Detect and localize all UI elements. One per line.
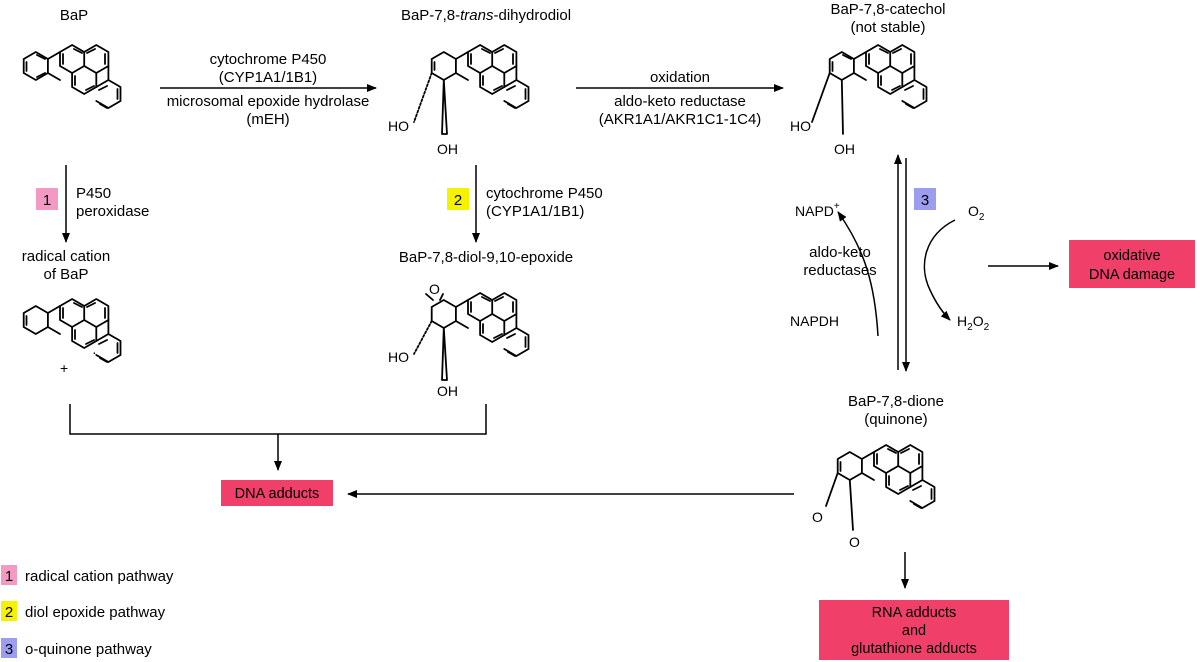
dna-adducts-label: DNA adducts — [235, 486, 320, 502]
akr-isoforms: (AKR1A1/AKR1C1-1C4) — [599, 111, 762, 128]
catechol-ho: HO — [790, 118, 811, 134]
badge-diol-epoxide-num: 2 — [454, 192, 462, 209]
badge-o-quinone-num: 3 — [921, 192, 929, 209]
legend-label-1: radical cation pathway — [25, 568, 174, 585]
dihydrodiol-ho: HO — [388, 118, 409, 134]
badge-o-quinone — [914, 188, 936, 210]
arrow-o2-to-h2o2 — [923, 219, 956, 321]
peroxidase-label: peroxidase — [76, 203, 149, 220]
dione-structure — [825, 444, 936, 531]
rna-adducts-label-2: and — [902, 623, 926, 639]
dna-adducts-box — [221, 480, 333, 506]
legend-swatch-1 — [1, 565, 17, 585]
catechol-label: BaP-7,8-catechol — [830, 1, 945, 18]
diol-epoxide-label: BaP-7,8-diol-9,10-epoxide — [399, 249, 573, 266]
legend-label-2: diol epoxide pathway — [25, 604, 166, 621]
dione-o-left: O — [812, 509, 823, 525]
oxidative-damage-label-2: DNA damage — [1089, 267, 1175, 283]
legend-num-2: 2 — [5, 604, 13, 621]
epoxidation-cyp-isoforms: (CYP1A1/1B1) — [486, 203, 584, 220]
h2o2-label: H2O2 — [957, 313, 990, 333]
catechol-oh: OH — [834, 141, 855, 157]
dihydrodiol-stereo-bonds — [413, 72, 448, 135]
badge-radical-cation — [36, 188, 58, 210]
enzyme-cyp-isoforms: (CYP1A1/1B1) — [219, 69, 317, 86]
akr-label: aldo-keto reductase — [614, 93, 746, 110]
badge-diol-epoxide — [447, 188, 469, 210]
diol-epoxide-structure — [413, 292, 530, 381]
catechol-note: (not stable) — [850, 19, 925, 36]
bap-structure — [22, 44, 122, 109]
arrow-napdh-to-napd — [837, 211, 879, 337]
epoxide-oh: OH — [437, 383, 458, 399]
legend-num-1: 1 — [5, 568, 13, 585]
radical-plus: + — [60, 360, 68, 376]
badge-radical-cation-num: 1 — [43, 192, 51, 209]
legend-label-3: o-quinone pathway — [25, 641, 152, 658]
legend: 1 radical cation pathway 2 diol epoxide … — [1, 565, 174, 658]
radical-cation-label-2: of BaP — [43, 266, 88, 283]
enzyme-meh-label: microsomal epoxide hydrolase — [167, 93, 370, 110]
dione-note: (quinone) — [864, 411, 927, 428]
rna-adducts-label-1: RNA adducts — [872, 605, 957, 621]
napd-label: NAPD+ — [795, 201, 840, 219]
napdh-label: NAPDH — [790, 313, 839, 329]
dihydrodiol-label: BaP-7,8-trans-dihydrodiol — [401, 7, 571, 24]
radical-dot: · — [92, 344, 97, 360]
bap-label: BaP — [60, 7, 88, 24]
rna-adducts-box — [819, 600, 1009, 660]
dihydrodiol-structure — [430, 44, 530, 109]
legend-swatch-3 — [1, 638, 17, 658]
akr-cycle-label-2: reductases — [803, 262, 876, 279]
epoxide-o: O — [429, 281, 440, 297]
enzyme-meh-abbr: (mEH) — [246, 111, 289, 128]
akr-cycle-label-1: aldo-keto — [809, 244, 871, 261]
enzyme-cyp-label: cytochrome P450 — [210, 51, 327, 68]
oxidation-label: oxidation — [650, 69, 710, 86]
dihydrodiol-oh: OH — [437, 141, 458, 157]
merge-bracket — [69, 404, 487, 435]
epoxidation-cyp-label: cytochrome P450 — [486, 185, 603, 202]
radical-cation-structure — [22, 298, 122, 363]
o2-label: O2 — [968, 203, 985, 223]
oxidative-damage-label-1: oxidative — [1103, 248, 1160, 264]
dione-o-bottom: O — [849, 534, 860, 550]
legend-num-3: 3 — [5, 641, 13, 658]
catechol-structure — [811, 44, 928, 135]
epoxide-ho: HO — [388, 349, 409, 365]
p450-label: P450 — [76, 185, 111, 202]
rna-adducts-label-3: glutathione adducts — [851, 641, 977, 657]
dione-label: BaP-7,8-dione — [848, 393, 944, 410]
oxidative-damage-box — [1069, 240, 1195, 288]
radical-cation-label-1: radical cation — [22, 248, 110, 265]
legend-swatch-2 — [1, 601, 17, 621]
